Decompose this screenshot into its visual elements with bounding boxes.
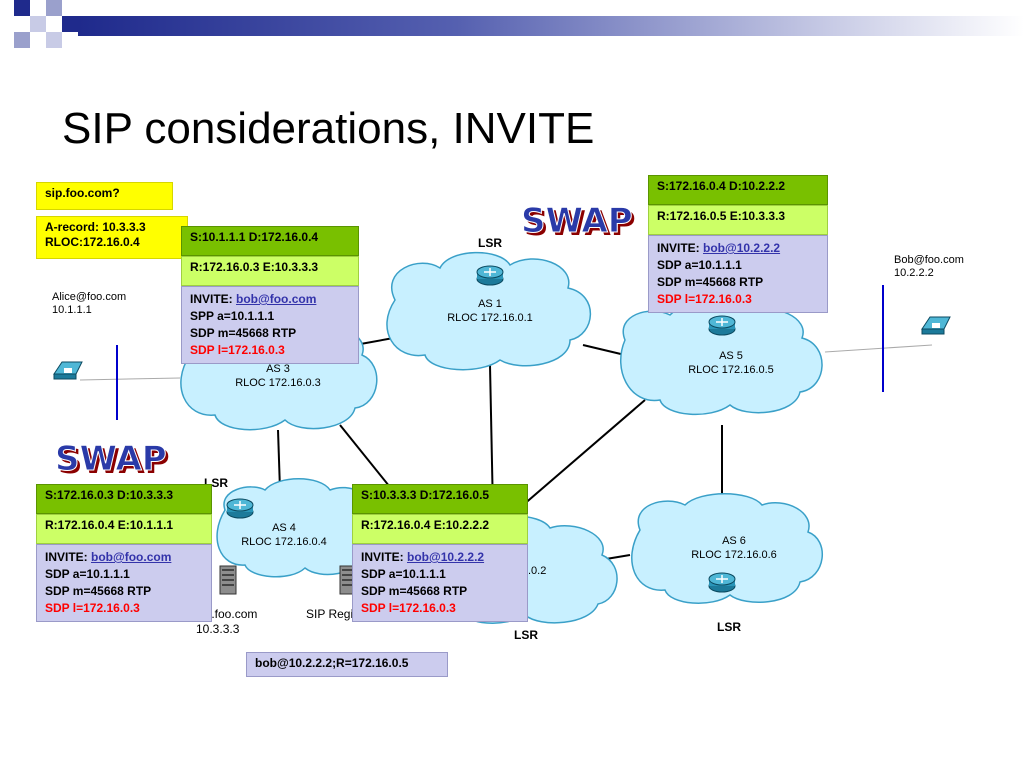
invite-box-1-outer-header: S:10.1.1.1 D:172.16.0.4 — [181, 226, 359, 256]
slide-title: SIP considerations, INVITE — [62, 104, 595, 153]
swap-text-2: SWAP — [55, 439, 167, 479]
as4-label: AS 4 RLOC 172.16.0.4 — [234, 521, 334, 549]
cloud-as1 — [386, 251, 592, 371]
invite-box-1-sdp-l: SDP l=172.16.0.3 — [190, 343, 285, 357]
invite-box-3-request: INVITE: bob@foo.com — [45, 549, 203, 566]
invite-box-4-body: INVITE: bob@10.2.2.2 SDP a=10.1.1.1 SDP … — [352, 544, 528, 622]
router-icon-as1 — [476, 265, 504, 286]
server-icon-sip — [219, 565, 237, 595]
invite-box-3-sdp-a: SDP a=10.1.1.1 — [45, 567, 130, 581]
as1-name: AS 1 — [478, 298, 502, 310]
invite-box-4-sdp-a: SDP a=10.1.1.1 — [361, 567, 446, 581]
router-icon-as6 — [708, 572, 736, 593]
invite-box-3: S:172.16.0.3 D:10.3.3.3 R:172.16.0.4 E:1… — [36, 484, 212, 622]
invite-box-4-request: INVITE: bob@10.2.2.2 — [361, 549, 519, 566]
corner-square-6 — [46, 32, 62, 48]
invite-box-3-sdp-l: SDP l=172.16.0.3 — [45, 601, 140, 615]
invite-box-1-method: INVITE: — [190, 292, 237, 306]
as4-rloc: RLOC 172.16.0.4 — [241, 536, 327, 548]
as1-label: AS 1 RLOC 172.16.0.1 — [440, 297, 540, 325]
registrar-binding-box: bob@10.2.2.2;R=172.16.0.5 — [246, 652, 448, 677]
dns-query-box: sip.foo.com? — [36, 182, 173, 210]
invite-box-2: S:172.16.0.4 D:10.2.2.2 R:172.16.0.5 E:1… — [648, 175, 828, 313]
as5-rloc: RLOC 172.16.0.5 — [688, 364, 774, 376]
invite-box-1-lisp-header: R:172.16.0.3 E:10.3.3.3 — [181, 256, 359, 286]
alice-ip: 10.1.1.1 — [52, 304, 92, 316]
dns-answer-box: A-record: 10.3.3.3 RLOC:172.16.0.4 — [36, 216, 188, 259]
registrar-binding-text: bob@10.2.2.2;R=172.16.0.5 — [255, 656, 409, 670]
invite-box-3-outer-header: S:172.16.0.3 D:10.3.3.3 — [36, 484, 212, 514]
invite-box-2-uri-link[interactable]: bob@10.2.2.2 — [703, 241, 781, 255]
invite-box-2-sdp-a: SDP a=10.1.1.1 — [657, 258, 742, 272]
router-icon-as4 — [226, 498, 254, 519]
as2-rloc-fragment: .0.2 — [528, 565, 547, 577]
as6-name: AS 6 — [722, 535, 746, 547]
corner-square-3 — [30, 16, 46, 32]
as6-label: AS 6 RLOC 172.16.0.6 — [684, 534, 784, 562]
corner-square-5 — [14, 32, 30, 48]
as3-label: AS 3 RLOC 172.16.0.3 — [228, 362, 328, 390]
as6-rloc: RLOC 172.16.0.6 — [691, 549, 777, 561]
invite-box-2-body: INVITE: bob@10.2.2.2 SDP a=10.1.1.1 SDP … — [648, 235, 828, 313]
invite-box-3-body: INVITE: bob@foo.com SDP a=10.1.1.1 SDP m… — [36, 544, 212, 622]
invite-box-2-method: INVITE: — [657, 241, 704, 255]
corner-square-2 — [46, 0, 62, 16]
invite-box-4-outer-header: S:10.3.3.3 D:172.16.0.5 — [352, 484, 528, 514]
bob-uri: Bob@foo.com — [894, 254, 964, 266]
bob-ip: 10.2.2.2 — [894, 267, 934, 279]
invite-box-3-lisp-header: R:172.16.0.4 E:10.1.1.1 — [36, 514, 212, 544]
swap-shadow-1: SWAP — [524, 204, 636, 244]
invite-box-1-uri-link[interactable]: bob@foo.com — [236, 292, 317, 306]
alice-label: Alice@foo.com 10.1.1.1 — [52, 291, 126, 317]
as4-name: AS 4 — [272, 522, 296, 534]
invite-box-1-request: INVITE: bob@foo.com — [190, 291, 350, 308]
ip-phone-icon-alice — [53, 361, 83, 380]
invite-box-3-method: INVITE: — [45, 550, 92, 564]
bob-label: Bob@foo.com 10.2.2.2 — [894, 254, 972, 280]
corner-square-1 — [14, 0, 30, 16]
invite-box-3-uri-link[interactable]: bob@foo.com — [91, 550, 172, 564]
invite-box-1-sdp-m: SDP m=45668 RTP — [190, 326, 297, 340]
swap-text-1: SWAP — [521, 201, 633, 241]
corner-square-4 — [62, 16, 78, 32]
invite-box-2-sdp-m: SDP m=45668 RTP — [657, 275, 764, 289]
invite-box-4-uri-link[interactable]: bob@10.2.2.2 — [407, 550, 485, 564]
invite-box-3-sdp-m: SDP m=45668 RTP — [45, 584, 152, 598]
sip-server-ip: 10.3.3.3 — [196, 622, 240, 636]
as5-name: AS 5 — [719, 350, 743, 362]
invite-box-2-outer-header: S:172.16.0.4 D:10.2.2.2 — [648, 175, 828, 205]
lsr-label-as1: LSR — [478, 236, 502, 250]
invite-box-4-sdp-l: SDP l=172.16.0.3 — [361, 601, 456, 615]
invite-box-2-lisp-header: R:172.16.0.5 E:10.3.3.3 — [648, 205, 828, 235]
lsr-label-as6: LSR — [717, 620, 741, 634]
lsr-label-as2: LSR — [514, 628, 538, 642]
as3-name: AS 3 — [266, 363, 290, 375]
as1-rloc: RLOC 172.16.0.1 — [447, 312, 533, 324]
invite-box-1-body: INVITE: bob@foo.com SPP a=10.1.1.1 SDP m… — [181, 286, 359, 364]
invite-box-4-sdp-m: SDP m=45668 RTP — [361, 584, 468, 598]
invite-box-2-request: INVITE: bob@10.2.2.2 — [657, 240, 819, 257]
header-gradient-bar — [78, 16, 1024, 36]
as3-rloc: RLOC 172.16.0.3 — [235, 377, 321, 389]
router-icon-as5 — [708, 315, 736, 336]
dns-answer-line2: RLOC:172.16.0.4 — [45, 235, 140, 249]
swap-wordart: SWAP SWAP SWAP SWAP — [55, 201, 636, 483]
invite-box-4-lisp-header: R:172.16.0.4 E:10.2.2.2 — [352, 514, 528, 544]
invite-box-4: S:10.3.3.3 D:172.16.0.5 R:172.16.0.4 E:1… — [352, 484, 528, 622]
dns-answer-line1: A-record: 10.3.3.3 — [45, 220, 146, 234]
dns-query-text: sip.foo.com? — [45, 186, 120, 200]
cloud-as6 — [631, 493, 823, 604]
ip-phone-icon-bob — [921, 316, 951, 335]
swap-shadow-2: SWAP — [58, 442, 170, 482]
invite-box-2-sdp-l: SDP l=172.16.0.3 — [657, 292, 752, 306]
alice-uri: Alice@foo.com — [52, 291, 127, 303]
invite-box-4-method: INVITE: — [361, 550, 408, 564]
invite-box-1-sdp-a: SPP a=10.1.1.1 — [190, 309, 275, 323]
invite-box-1: S:10.1.1.1 D:172.16.0.4 R:172.16.0.3 E:1… — [181, 226, 359, 364]
as5-label: AS 5 RLOC 172.16.0.5 — [681, 349, 781, 377]
